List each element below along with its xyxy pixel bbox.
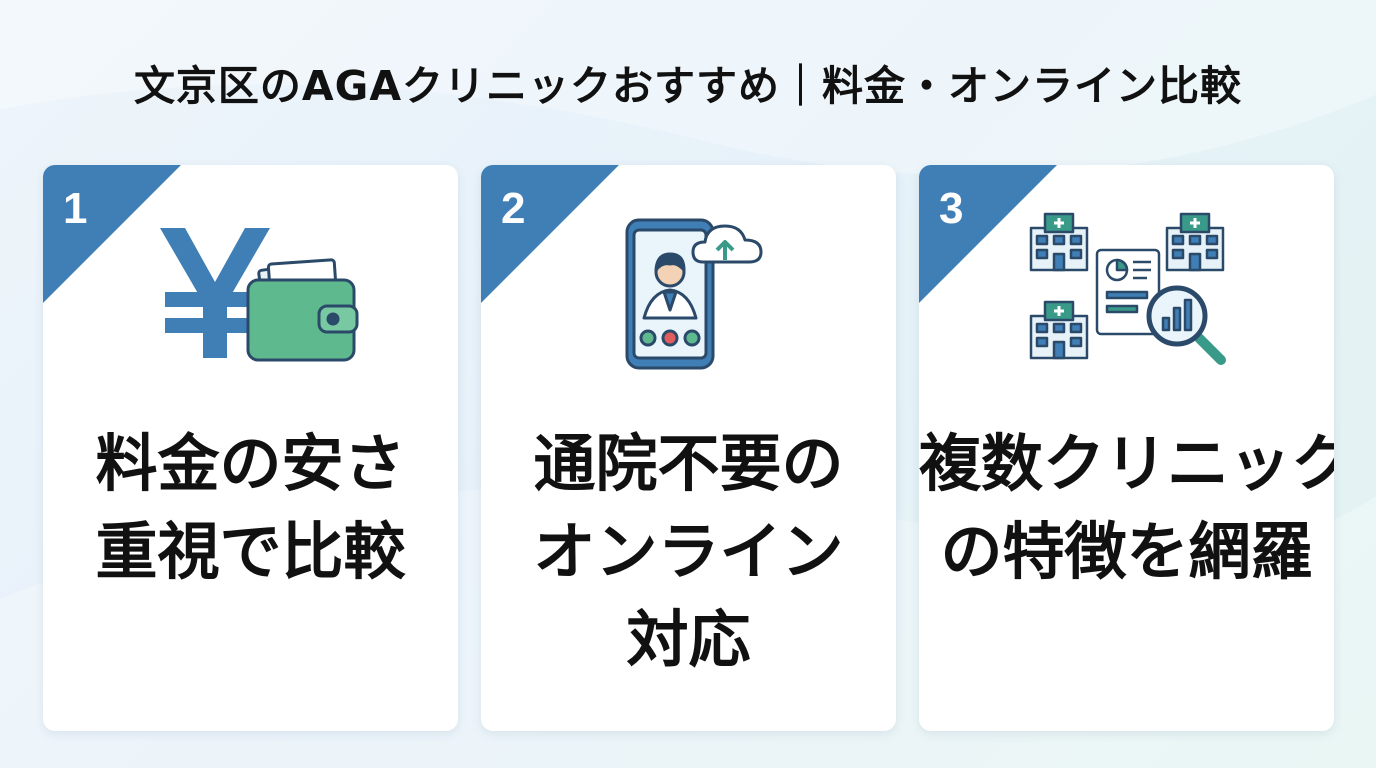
card-heading-line: の特徴を網羅 <box>940 515 1313 588</box>
yen-wallet-icon <box>43 210 458 380</box>
page-title: 文京区のAGAクリニックおすすめ｜料金・オンライン比較 <box>133 62 1243 110</box>
card-heading-line: オンライン <box>533 515 844 588</box>
card-heading-line: 重視で比較 <box>95 515 406 588</box>
card-number: 3 <box>939 184 964 233</box>
corner-ribbon <box>481 165 619 303</box>
corner-ribbon <box>43 165 181 303</box>
card-heading-line: 対応 <box>626 603 751 676</box>
card-number: 2 <box>501 184 526 233</box>
card-online-consultation: 2 通院不要の オンライン 対応 <box>481 165 896 731</box>
card-heading-line: 複数クリニック <box>919 427 1334 500</box>
card-heading: 通院不要の オンライン 対応 <box>481 420 896 684</box>
card-heading-line: 料金の安さ <box>95 427 406 500</box>
card-heading: 料金の安さ 重視で比較 <box>43 420 458 596</box>
card-clinic-features: 3 <box>919 165 1334 731</box>
card-number: 1 <box>63 184 88 233</box>
corner-ribbon <box>919 165 1057 303</box>
clinic-comparison-search-icon <box>919 210 1334 380</box>
smartphone-video-call-icon <box>481 210 896 380</box>
card-heading-line: 通院不要の <box>533 427 844 500</box>
card-heading: 複数クリニック の特徴を網羅 <box>919 420 1334 596</box>
card-price-comparison: 1 料金の安さ 重視で比較 <box>43 165 458 731</box>
